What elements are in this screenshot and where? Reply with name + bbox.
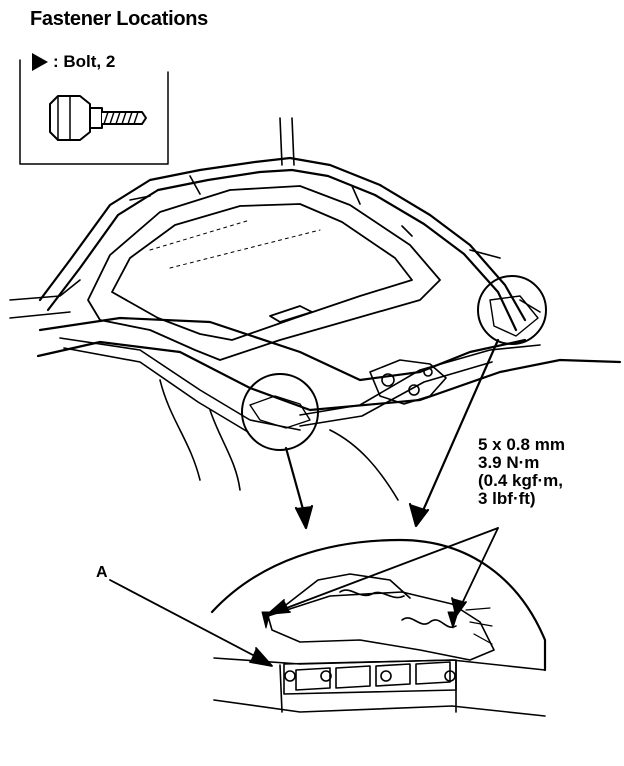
body-pillars (159, 379, 399, 501)
roof-frame (36, 156, 622, 412)
spec-line-4: 3 lbf·ft) (478, 489, 536, 508)
detail-circle-right (477, 275, 547, 345)
sunroof-glass (87, 185, 441, 361)
spec-line-1: 5 x 0.8 mm (478, 435, 565, 454)
spec-line-2: 3.9 N·m (478, 453, 540, 472)
bolt-marker-left (261, 611, 271, 629)
detail-arrows (284, 338, 500, 530)
bolt-legend: : Bolt, 2 (32, 52, 115, 72)
diagram-title: Fastener Locations (30, 8, 208, 30)
detail-view-frame (210, 538, 547, 672)
bolt-icon (49, 95, 147, 141)
legend-box (19, 59, 169, 165)
torque-spec: 5 x 0.8 mm 3.9 N·m (0.4 kgf·m, 3 lbf·ft) (478, 436, 565, 508)
callout-label-a: A (96, 564, 108, 581)
callout-a-leader (109, 579, 273, 667)
spec-leaders (267, 527, 499, 617)
spec-line-3: (0.4 kgf·m, (478, 471, 564, 490)
detail-circle-left (241, 373, 319, 451)
motor-assembly (369, 359, 447, 405)
bracket-detail (213, 573, 546, 717)
triangle-marker-icon (32, 53, 48, 71)
bolt-legend-label: : Bolt, 2 (53, 52, 116, 71)
drain-tubes (9, 117, 541, 433)
